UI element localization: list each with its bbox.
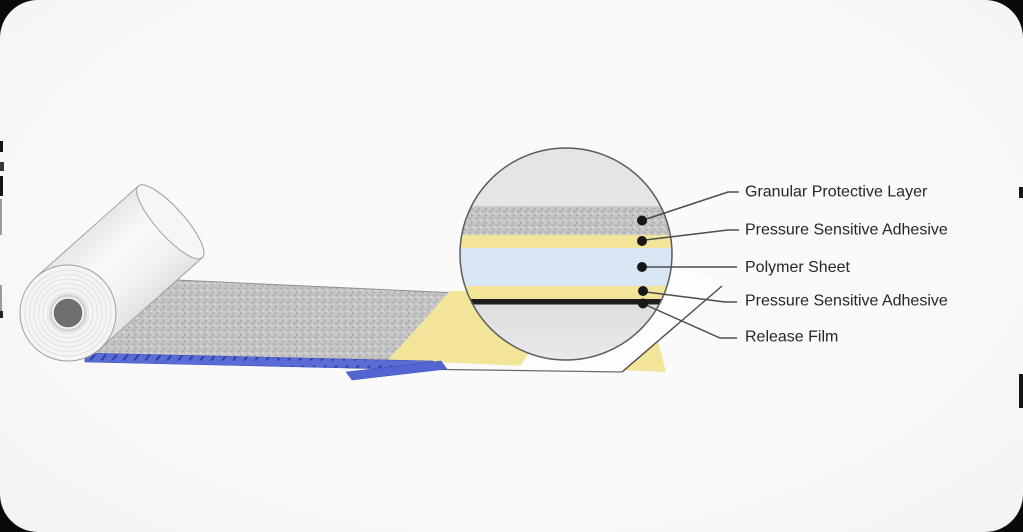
leader-line-adhesive-top [644,229,739,241]
zigzag-flap [345,360,448,381]
layer-polymer [460,248,672,286]
sheet-bottom-edge [409,368,623,373]
roll-face [19,264,117,362]
layer-release-film [460,299,672,305]
label-pressure-sensitive-adhesive-top: Pressure Sensitive Adhesive [745,222,948,239]
membrane-sheet [90,278,458,360]
leader-lines [644,191,739,339]
label-polymer-sheet: Polymer Sheet [745,259,850,276]
layer-labels: Granular Protective Layer Pressure Sensi… [745,184,948,346]
magnifier-circle [459,147,673,361]
layer-adhesive-bottom [460,286,672,299]
callout-dot-polymer [637,262,647,272]
lens-background-top [460,148,672,207]
label-pressure-sensitive-adhesive-bottom: Pressure Sensitive Adhesive [745,293,948,310]
film-edge-line [621,285,723,373]
magnifier-outline [459,147,673,361]
layer-granular [460,206,672,235]
callout-dot-adhesive-bottom [638,286,648,296]
roll-end-cap [136,184,205,260]
right-edge-marks [1019,187,1023,408]
callout-dot-release-film [638,298,648,309]
label-release-film: Release Film [745,329,838,346]
leader-line-release-film [645,304,737,339]
membrane-roll [19,184,205,362]
callout-dot-granular [637,215,647,226]
callout-dots [637,215,648,309]
leader-line-granular [644,191,739,221]
callout-dot-adhesive-top [637,236,647,246]
leader-line-adhesive-bottom [645,291,737,303]
left-edge-marks [0,141,4,318]
label-granular-protective-layer: Granular Protective Layer [745,184,928,201]
roll-core [53,298,83,328]
layer-adhesive-top [460,235,672,248]
membrane-sheet-top-edge [131,277,459,294]
